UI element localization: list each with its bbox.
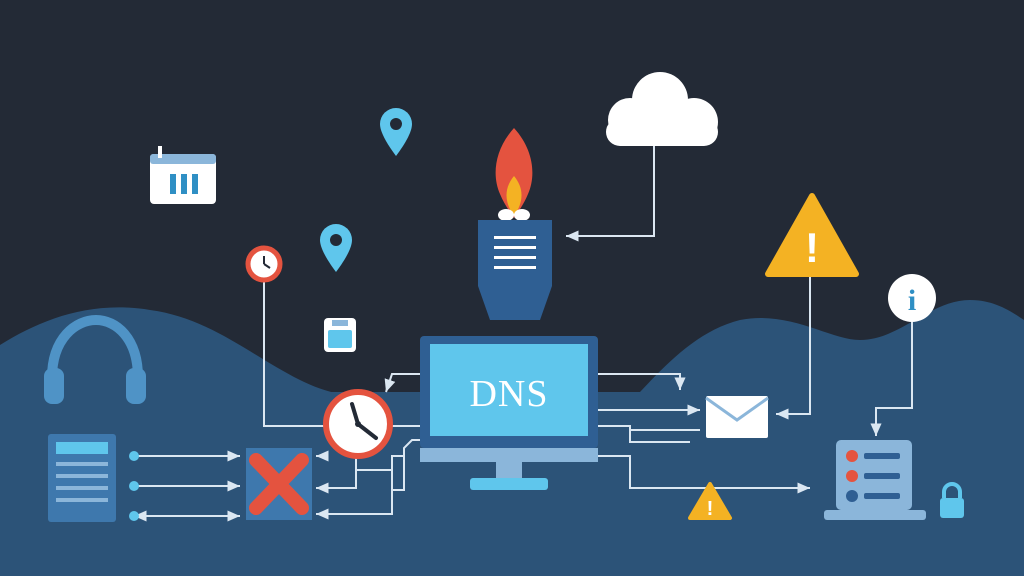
list-panel-icon	[824, 440, 926, 520]
headphones-icon	[44, 314, 146, 404]
warning-small-label: !	[707, 498, 714, 520]
stopwatch-to-clock-link	[263, 280, 325, 427]
warning-icon: !	[765, 193, 859, 277]
battery-icon	[324, 318, 356, 352]
error-cross-icon	[246, 448, 312, 520]
info-badge-label: i	[908, 284, 916, 317]
warning-to-envelope-link	[776, 276, 811, 420]
monitor-to-envelope-low-link	[629, 430, 690, 443]
cloud-to-document-link	[566, 140, 655, 242]
cloud-icon	[606, 72, 718, 146]
location-pin-icon	[320, 224, 352, 272]
lock-icon	[940, 482, 964, 518]
monitor-to-clock-link	[384, 373, 420, 393]
location-pin-icon	[380, 108, 412, 156]
clock-icon	[323, 389, 393, 459]
monitor-to-cross-link	[316, 455, 404, 520]
calendar-chart-icon	[150, 146, 216, 204]
cross-to-clock-link	[316, 458, 357, 494]
connection-dots	[129, 451, 139, 521]
monitor-to-envelope-top-link	[598, 373, 686, 390]
server-rack-icon	[48, 434, 116, 522]
document-server-icon	[478, 220, 552, 320]
stopwatch-icon	[245, 245, 283, 283]
warning-large-label: !	[805, 224, 819, 271]
warning-icon: !	[688, 482, 732, 520]
envelope-icon	[705, 396, 769, 438]
monitor-to-envelope-mid-link	[598, 425, 700, 431]
center-label: DNS	[469, 373, 548, 415]
monitor-to-panel-link	[598, 455, 810, 494]
rocket-flame-icon	[495, 128, 533, 221]
info-icon: i	[888, 274, 936, 322]
info-to-panel-link	[870, 322, 913, 436]
connector-lines	[134, 140, 913, 522]
monitor-icon: DNS	[420, 336, 598, 490]
